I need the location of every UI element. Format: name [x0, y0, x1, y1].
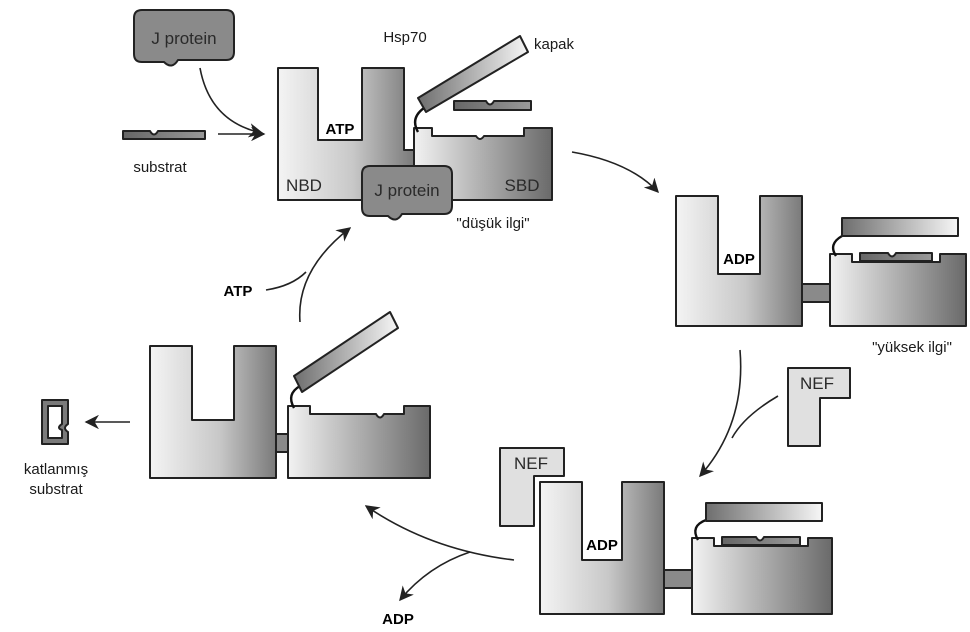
- kapak-label: kapak: [534, 36, 575, 53]
- sbd-domain-left: [288, 406, 430, 478]
- j-protein-bound-label: J protein: [374, 181, 439, 200]
- nbd-domain-left: [150, 346, 276, 478]
- lid-right: [842, 218, 958, 236]
- arrow-nef-joining: [732, 396, 778, 438]
- linker-left: [276, 434, 288, 452]
- nef-free-label: NEF: [800, 374, 834, 393]
- adp-right-label: ADP: [723, 251, 755, 268]
- substrate-top: [454, 101, 531, 110]
- hsp70-adp-state: ADP "yüksek ilgi": [676, 196, 966, 356]
- linker-right: [802, 284, 830, 302]
- katlanmis-label-line1: katlanmış: [24, 461, 88, 478]
- arrow-right-to-bottom: [700, 350, 741, 476]
- hsp70-atp-state: J protein substrat ATP NBD SBD J protein…: [123, 10, 575, 232]
- atp-input-label: ATP: [224, 283, 253, 300]
- dusuk-ilgi-label: "düşük ilgi": [456, 215, 529, 232]
- yuksek-ilgi-label: "yüksek ilgi": [872, 339, 952, 356]
- sbd-domain-bottom: [692, 538, 832, 614]
- arrow-atp-joining: [266, 272, 306, 290]
- arrow-top-to-right: [572, 152, 658, 192]
- hsp70-label: Hsp70: [383, 29, 426, 46]
- hsp70-adp-nef-state: NEF ADP: [500, 448, 832, 614]
- folded-substrate: [42, 400, 68, 444]
- linker-bottom: [664, 570, 692, 588]
- arrow-bottom-to-left: [366, 506, 514, 560]
- hsp70-empty-state: [150, 312, 430, 478]
- lid-left: [294, 312, 398, 392]
- substrate-label: substrat: [133, 159, 187, 176]
- substrate-bottom: [722, 537, 800, 545]
- j-protein-free-label: J protein: [151, 29, 216, 48]
- nef-bound-label: NEF: [514, 454, 548, 473]
- arrow-left-to-top: [300, 228, 350, 322]
- nbd-label: NBD: [286, 176, 322, 195]
- substrate-free: [123, 131, 205, 139]
- lid-bottom: [706, 503, 822, 521]
- atp-top-label: ATP: [326, 121, 355, 138]
- sbd-label: SBD: [505, 176, 540, 195]
- sbd-domain-right: [830, 254, 966, 326]
- arrow-adp-release: [400, 552, 470, 600]
- j-protein-arrow: [200, 68, 262, 133]
- lid-linker-left: [291, 386, 300, 408]
- adp-bottom-label: ADP: [586, 537, 618, 554]
- adp-released-label: ADP: [382, 611, 414, 628]
- substrate-right: [860, 253, 932, 261]
- katlanmis-label-line2: substrat: [29, 481, 83, 498]
